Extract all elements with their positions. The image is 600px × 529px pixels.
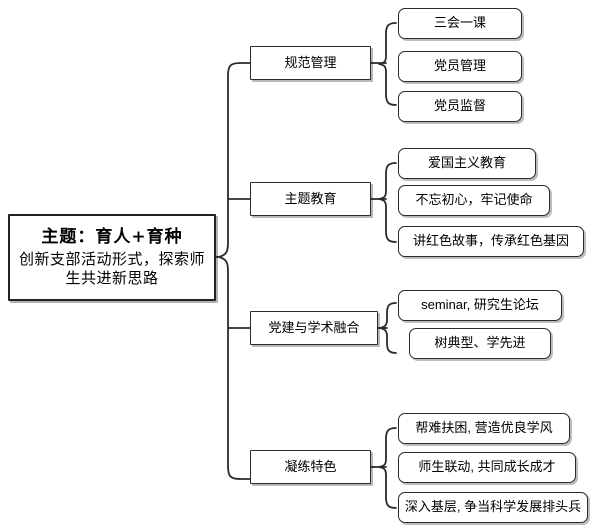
- leaf-label-4-3: 深入基层, 争当科学发展排头兵: [404, 499, 582, 515]
- leaf-node-3-1[interactable]: seminar, 研究生论坛: [398, 290, 562, 321]
- root-node[interactable]: 主题：育人+育种 创新支部活动形式，探索师生共进新思路: [8, 214, 216, 301]
- leaf-node-3-2[interactable]: 树典型、学先进: [409, 328, 551, 359]
- leaf-label-1-1: 三会一课: [433, 15, 486, 31]
- leaf-label-2-2: 不忘初心，牢记使命: [415, 192, 533, 208]
- branch-node-1[interactable]: 规范管理: [250, 46, 371, 80]
- branch-node-3[interactable]: 党建与学术融合: [250, 311, 378, 345]
- leaf-node-2-3[interactable]: 讲红色故事，传承红色基因: [398, 226, 584, 257]
- leaf-label-3-2: 树典型、学先进: [434, 335, 526, 351]
- leaf-node-1-2[interactable]: 党员管理: [398, 51, 522, 82]
- leaf-node-2-1[interactable]: 爱国主义教育: [398, 148, 536, 179]
- root-title-line2: 创新支部活动形式，探索师生共进新思路: [18, 250, 205, 288]
- leaf-node-1-1[interactable]: 三会一课: [398, 8, 522, 39]
- leaf-label-4-1: 帮难扶困, 营造优良学风: [415, 420, 553, 436]
- sub-brace-3: [379, 302, 397, 354]
- leaf-node-4-1[interactable]: 帮难扶困, 营造优良学风: [398, 413, 570, 444]
- leaf-label-1-3: 党员监督: [433, 98, 486, 114]
- main-brace: [218, 62, 241, 480]
- leaf-label-3-1: seminar, 研究生论坛: [421, 297, 539, 313]
- branch-label-4: 凝练特色: [284, 458, 337, 474]
- sub-brace-2: [378, 162, 397, 243]
- leaf-node-4-2[interactable]: 师生联动, 共同成长成才: [398, 452, 576, 483]
- leaf-node-2-2[interactable]: 不忘初心，牢记使命: [398, 185, 550, 216]
- leaf-label-4-2: 师生联动, 共同成长成才: [418, 459, 556, 475]
- leaf-label-1-2: 党员管理: [433, 58, 486, 74]
- leaf-label-2-3: 讲红色故事，传承红色基因: [412, 233, 569, 249]
- sub-brace-4: [378, 427, 397, 509]
- branch-label-1: 规范管理: [284, 54, 337, 70]
- branch-label-2: 主题教育: [284, 190, 337, 206]
- branch-label-3: 党建与学术融合: [268, 319, 360, 335]
- leaf-node-4-3[interactable]: 深入基层, 争当科学发展排头兵: [398, 492, 588, 523]
- sub-brace-1: [378, 22, 397, 106]
- root-title-line1: 主题：育人+育种: [41, 227, 183, 248]
- leaf-node-1-3[interactable]: 党员监督: [398, 91, 522, 122]
- leaf-label-2-1: 爱国主义教育: [427, 155, 506, 171]
- branch-node-2[interactable]: 主题教育: [250, 182, 371, 216]
- branch-node-4[interactable]: 凝练特色: [250, 450, 371, 484]
